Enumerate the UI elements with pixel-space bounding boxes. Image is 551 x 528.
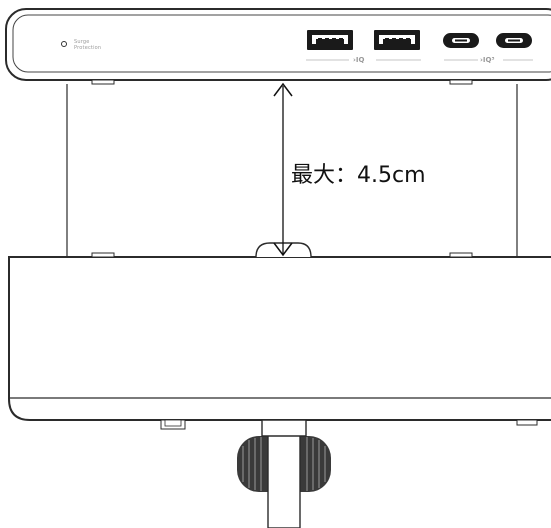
clamp-screw [237,419,331,528]
surge-label-line1: Surge [74,39,90,45]
surge-led-icon [61,41,67,47]
iq-label-usb-c: ›IQ³ [480,56,495,64]
iq-label-usb-a: ›IQ [353,56,365,64]
surge-label-line2: Protection [74,45,102,51]
usb-a-port-icon [307,30,353,50]
usb-c-port-icon [496,33,532,48]
usb-a-port-icon [374,30,420,50]
dimension-label: 最大：4.5cm [291,163,426,188]
dimension-arrow [273,82,293,257]
power-strip [5,8,551,85]
clamp-base [8,242,551,430]
usb-c-port-icon [443,33,479,48]
